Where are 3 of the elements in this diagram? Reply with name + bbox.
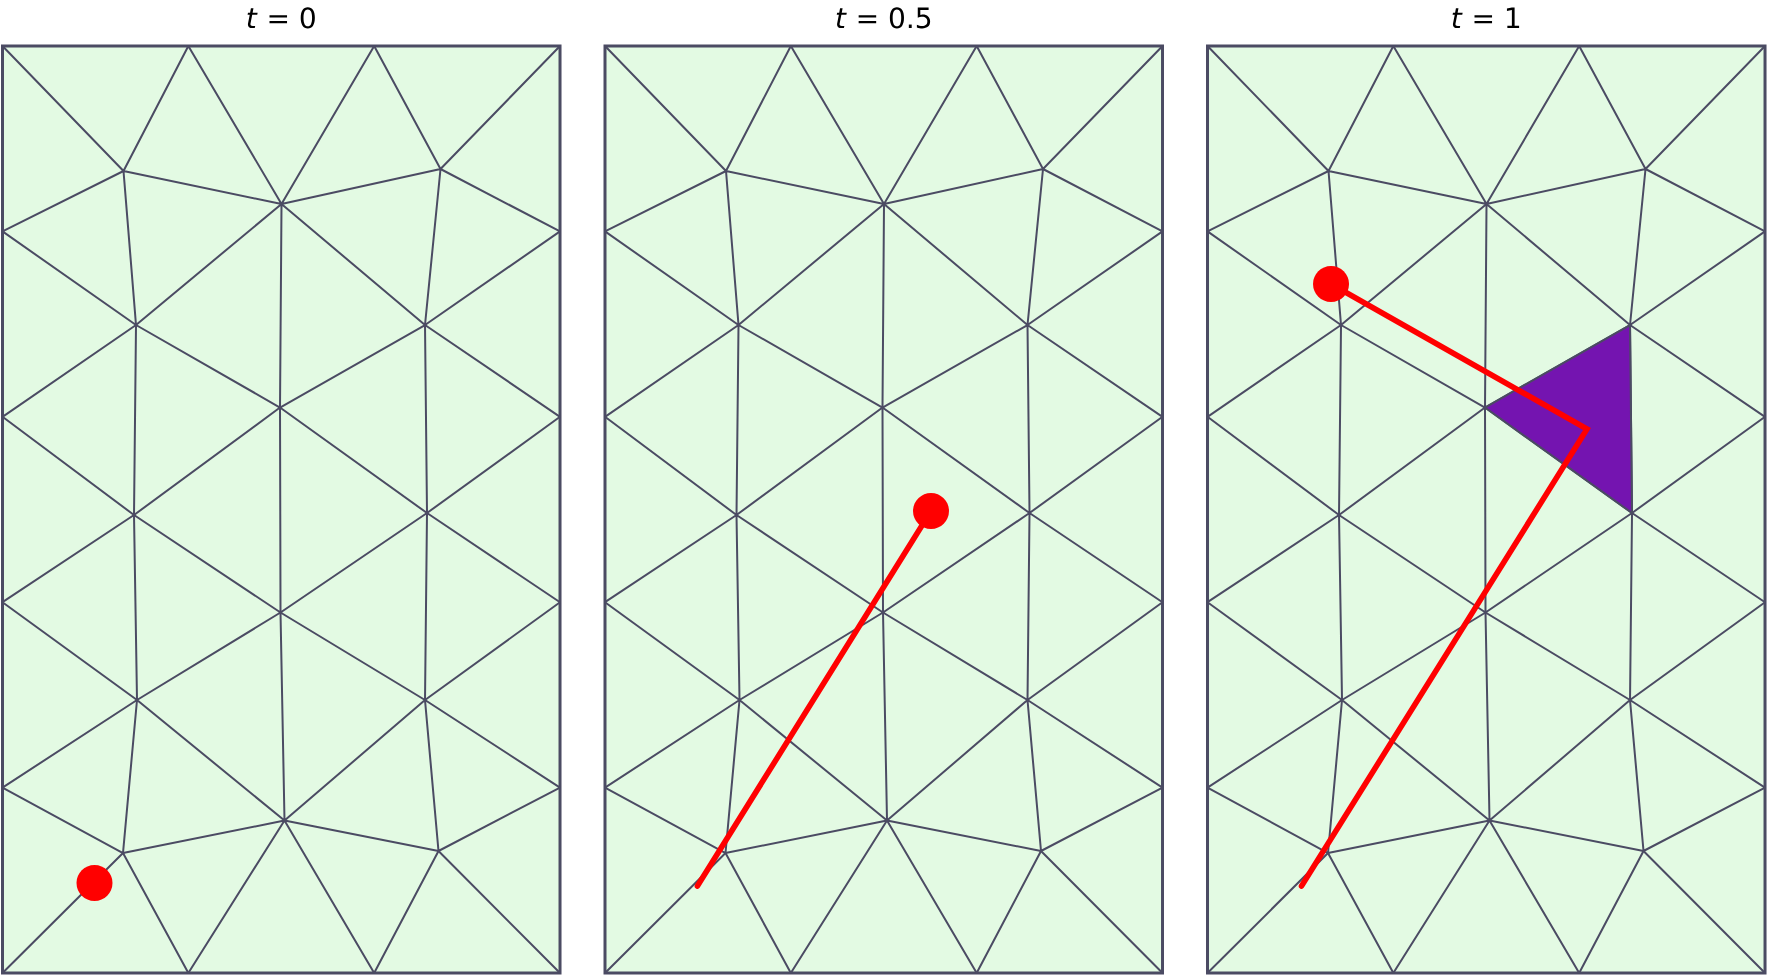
panel-title: t = 1 xyxy=(1452,7,1520,28)
panel-title: t = 0.5 xyxy=(836,7,931,29)
panel-title: t = 0 xyxy=(247,7,315,29)
